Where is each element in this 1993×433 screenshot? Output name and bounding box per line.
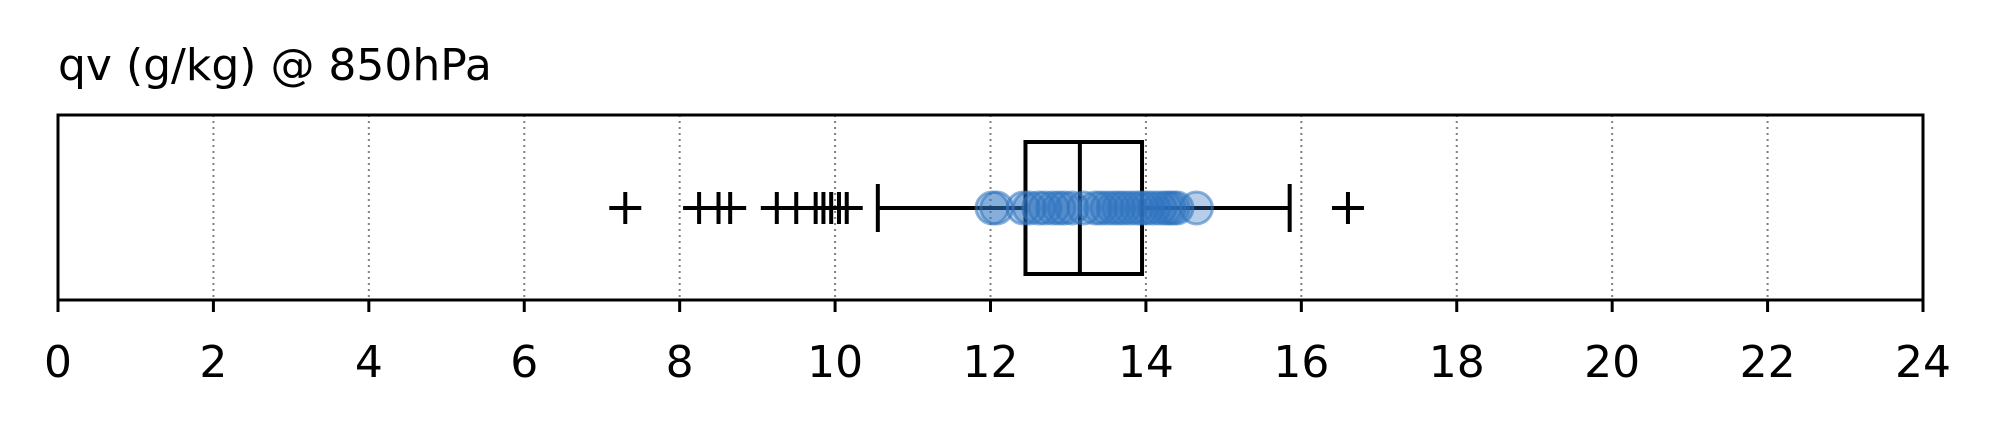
grid-lines: [212, 115, 1769, 300]
outlier-marker: [1331, 192, 1364, 224]
x-tick-label: 0: [44, 337, 72, 388]
x-tick-label: 14: [1118, 337, 1174, 388]
x-tick-label: 16: [1273, 337, 1329, 388]
x-tick-label: 12: [963, 337, 1019, 388]
x-tick-label: 18: [1429, 337, 1485, 388]
iqr-box: [1023, 140, 1145, 276]
x-tick-label: 8: [666, 337, 694, 388]
x-tick-label: 10: [807, 337, 863, 388]
box-group: [875, 140, 1292, 276]
data-point: [1159, 190, 1195, 226]
data-point: [1178, 190, 1214, 226]
x-tick-label: 20: [1584, 337, 1640, 388]
x-tick-label: 4: [355, 337, 383, 388]
outlier-marker: [714, 192, 747, 224]
x-tick-label: 22: [1740, 337, 1796, 388]
data-point: [1027, 190, 1063, 226]
x-tick-label: 6: [510, 337, 538, 388]
x-tick-label: 24: [1895, 337, 1951, 388]
chart-title: qv (g/kg) @ 850hPa: [58, 40, 492, 91]
x-tick-label: 2: [199, 337, 227, 388]
outliers-group: [609, 192, 1364, 224]
outlier-marker: [830, 192, 863, 224]
outlier-marker: [609, 192, 642, 224]
points-group: [974, 190, 1214, 226]
